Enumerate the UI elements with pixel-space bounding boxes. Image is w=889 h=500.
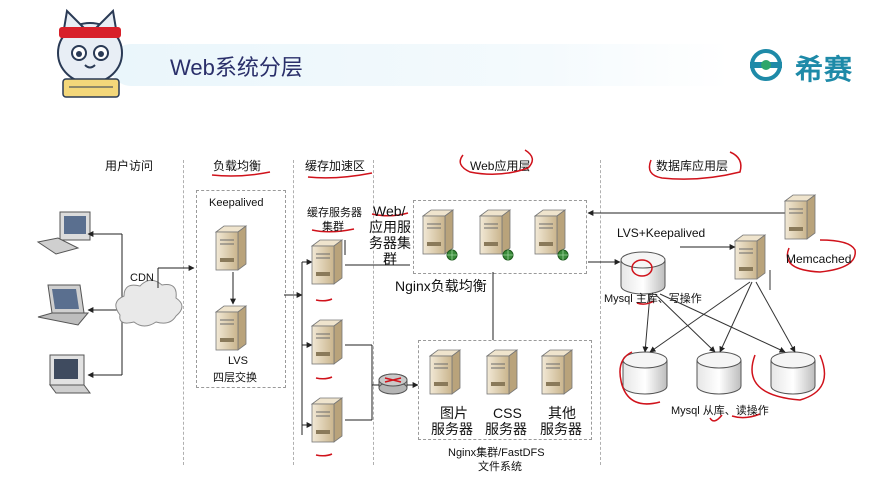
nginx-cluster-sub-label: 文件系统: [478, 461, 522, 473]
column-label-db: 数据库应用层: [656, 159, 729, 173]
css-server-label: CSS: [493, 405, 522, 421]
separator: [373, 160, 374, 465]
keepalived-label: Keepalived: [209, 197, 264, 209]
web-cluster-label-4: 群: [383, 251, 397, 267]
desktop-computer-icon: [36, 211, 91, 255]
separator: [293, 160, 294, 465]
cat-mascot-icon: [57, 8, 123, 98]
annotation-marks: [211, 149, 856, 457]
crt-terminal-icon: [49, 354, 91, 394]
nginx-lb-label: Nginx负载均衡: [395, 278, 487, 294]
cloud-icon: [115, 279, 183, 327]
separator: [600, 160, 601, 465]
lvs-sub-label: 四层交换: [213, 372, 257, 384]
lvs-label: LVS: [228, 355, 248, 367]
web-cluster-label-3: 务器集: [369, 235, 411, 251]
cdn-label: CDN: [130, 272, 154, 284]
nginx-cluster-label: Nginx集群/FastDFS: [448, 447, 545, 459]
web-cluster-label-2: 应用服: [369, 219, 411, 235]
column-label-cache: 缓存加速区: [305, 159, 366, 173]
web-cluster-box: [413, 200, 587, 274]
lvs-keepalived-label: LVS+Keepalived: [617, 226, 706, 240]
laptop-icon: [37, 284, 90, 326]
mysql-slave-label: Mysql 从库、读操作: [671, 405, 769, 417]
column-label-web: Web应用层: [470, 159, 531, 173]
cache-cluster-sub-label: 集群: [322, 221, 344, 233]
mysql-master-label: Mysql 主库、写操作: [604, 293, 702, 305]
memcached-label: Memcached: [786, 252, 852, 266]
nginx-cluster-box: [418, 340, 592, 440]
image-server-label: 图片: [440, 405, 468, 421]
image-server-sub-label: 服务器: [431, 421, 473, 437]
web-cluster-label-1: Web/: [373, 203, 406, 219]
lb-group-box: [196, 190, 286, 388]
brand-name: 希赛: [795, 54, 854, 85]
other-server-label: 其他: [548, 405, 576, 421]
header-band: [110, 44, 730, 86]
separator: [183, 160, 184, 465]
column-label-user: 用户访问: [105, 159, 154, 173]
other-server-sub-label: 服务器: [540, 421, 582, 437]
page-title: Web系统分层: [170, 55, 303, 80]
column-label-lb: 负载均衡: [213, 159, 262, 173]
router-icon: [378, 373, 408, 395]
cache-cluster-label: 缓存服务器: [307, 207, 362, 219]
css-server-sub-label: 服务器: [485, 421, 527, 437]
brand-logo-icon: [750, 49, 782, 81]
